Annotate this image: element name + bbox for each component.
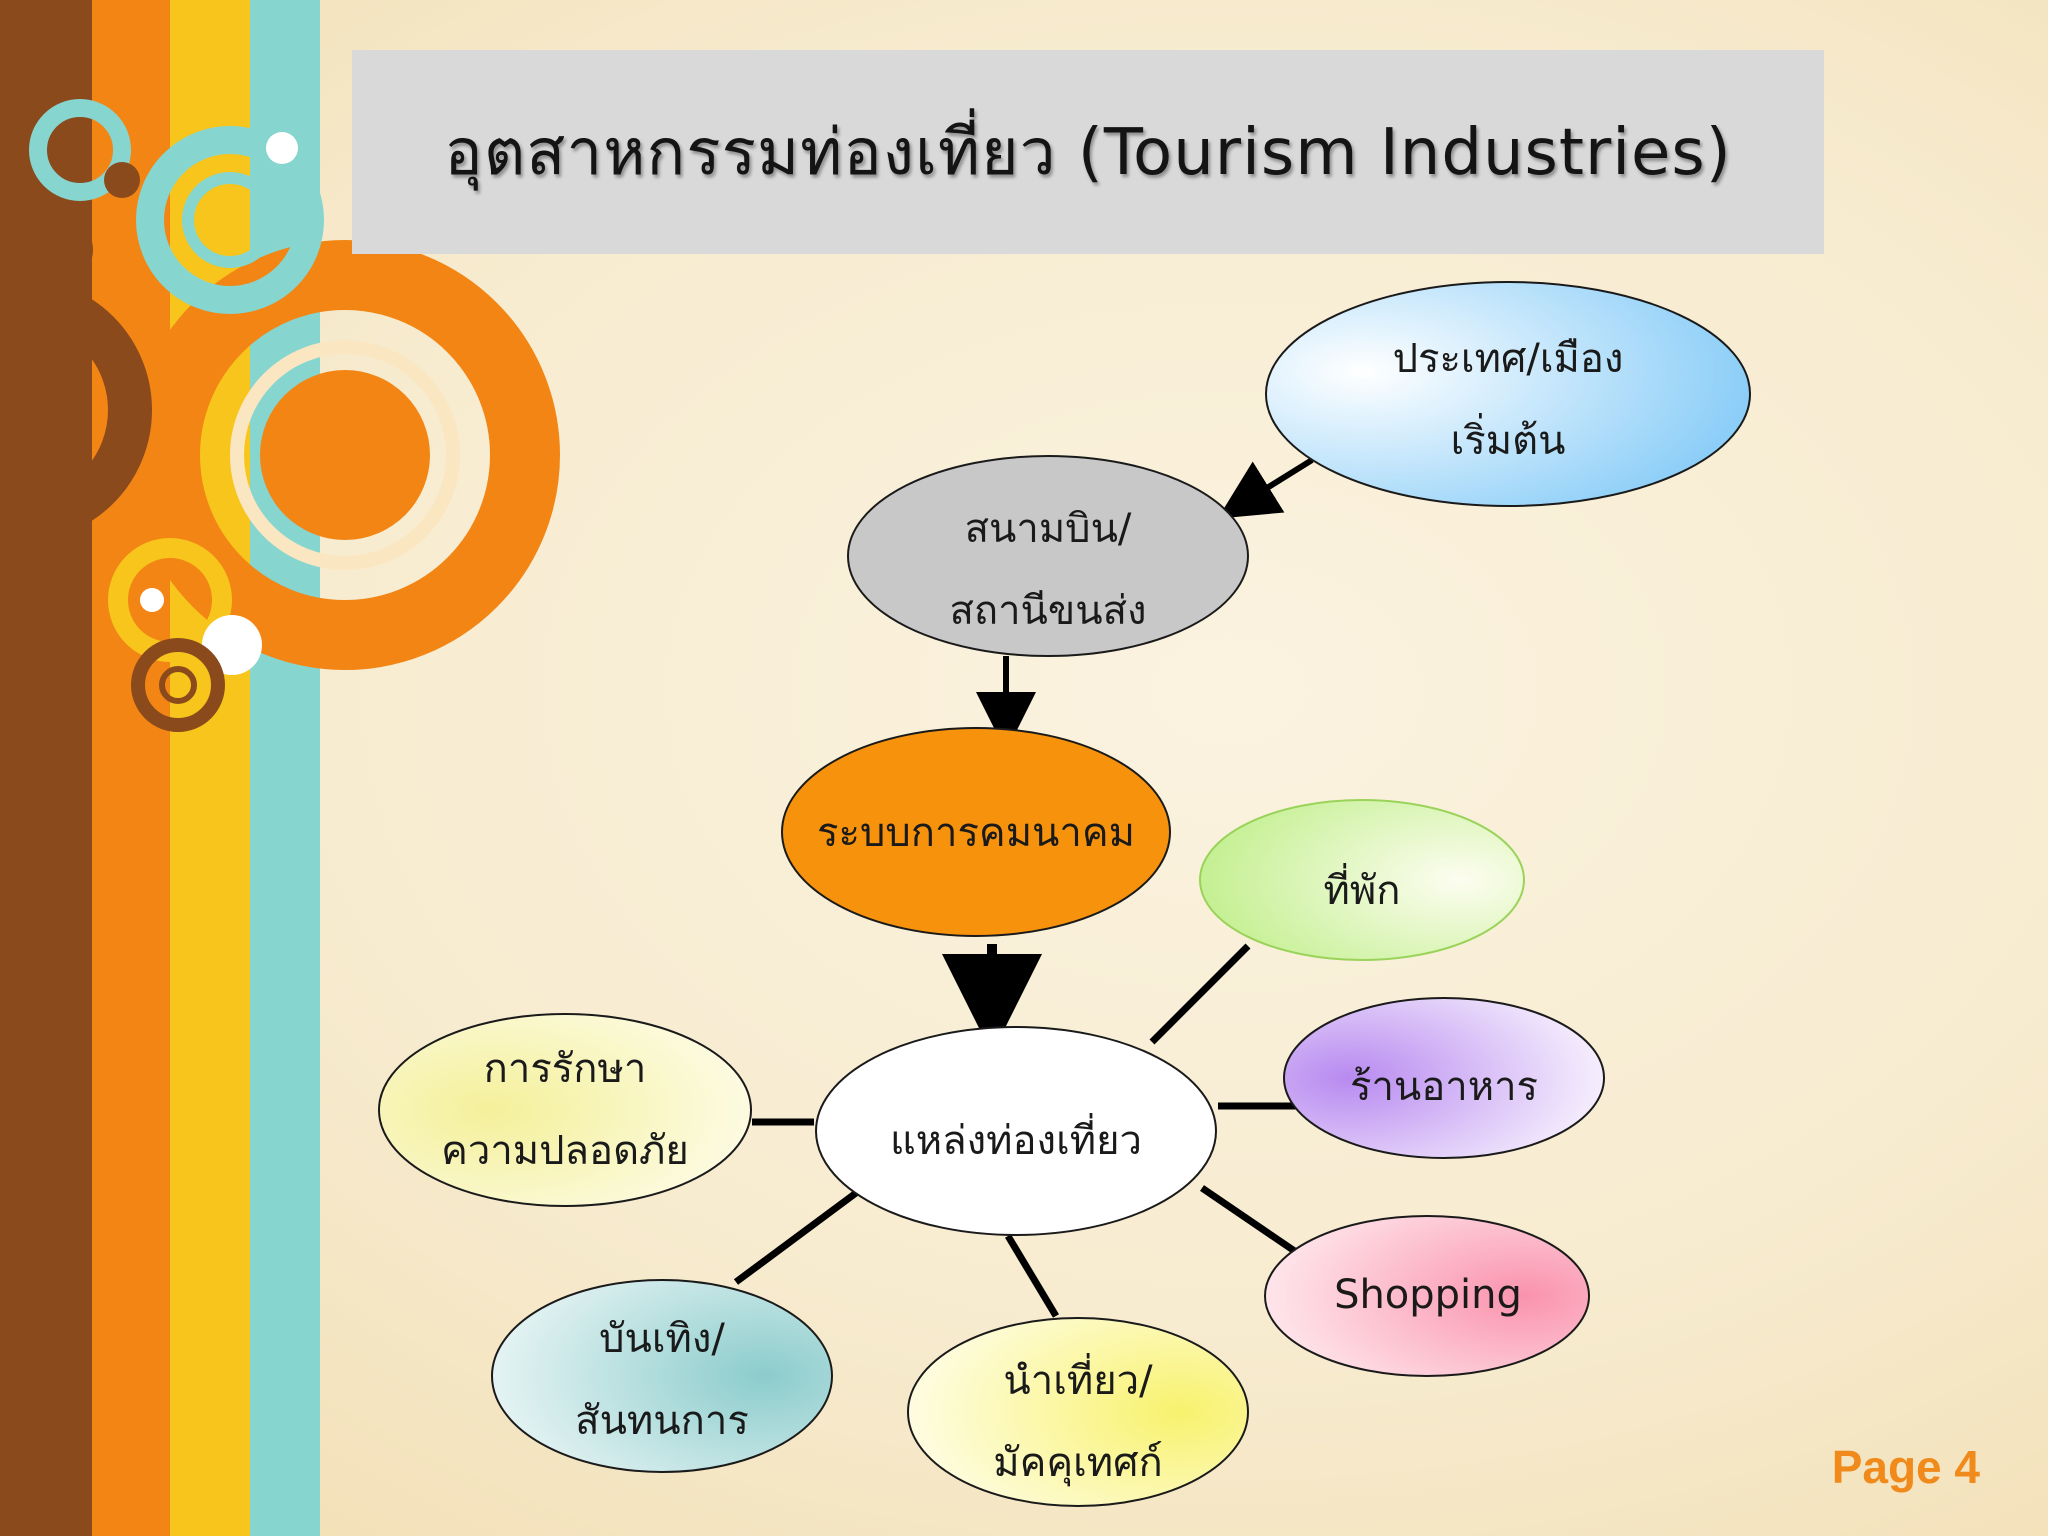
node-transport — [781, 727, 1171, 937]
orange-ring-mid — [230, 340, 460, 570]
white-dot-small — [140, 588, 164, 612]
slide-title: อุตสาหกรรมท่องเที่ยว (Tourism Industries… — [444, 116, 1732, 190]
attraction-label: แหล่งท่องเที่ยว — [836, 1100, 1196, 1182]
brown-ring-left — [31, 219, 93, 281]
node-restaurant — [1283, 997, 1605, 1159]
safety-label-line-2: ความปลอดภัย — [441, 1128, 689, 1174]
shopping-label: Shopping — [1288, 1254, 1568, 1336]
brown-ring-bottom — [131, 638, 225, 732]
orange-ring-outer — [130, 240, 560, 670]
connector-entertainment — [733, 1187, 863, 1285]
accommodation-label-line-1: ที่พัก — [1323, 868, 1401, 914]
decorative-circles — [0, 99, 560, 732]
arrow-origin-to-airport — [1217, 457, 1314, 519]
guide-label: นำเที่ยว/ มัคคุเทศก์ — [928, 1340, 1228, 1504]
brown-ring — [0, 278, 152, 542]
accommodation-label: ที่พัก — [1222, 850, 1502, 932]
airport-label: สนามบิน/ สถานีขนส่ง — [868, 488, 1228, 652]
orange-disc — [260, 370, 430, 540]
entertainment-label-line-2: สันทนการ — [575, 1398, 749, 1444]
entertainment-label-line-1: บันเทิง/ — [599, 1316, 725, 1362]
teal-ring-top — [29, 99, 131, 201]
node-guide — [907, 1317, 1249, 1507]
teal-ring-large — [136, 126, 324, 314]
safety-label: การรักษา ความปลอดภัย — [405, 1028, 725, 1192]
node-airport — [847, 455, 1249, 657]
restaurant-label-line-1: ร้านอาหาร — [1349, 1064, 1539, 1110]
airport-label-line-1: สนามบิน/ — [964, 506, 1132, 552]
node-attraction — [815, 1026, 1217, 1236]
origin-label: ประเทศ/เมือง เริ่มต้น — [1308, 318, 1708, 482]
node-shopping — [1264, 1215, 1590, 1377]
attraction-label-line-1: แหล่งท่องเที่ยว — [889, 1118, 1143, 1164]
shopping-label-line-1: Shopping — [1334, 1272, 1522, 1318]
teal-ring-small — [182, 172, 278, 268]
transport-label-line-1: ระบบการคมนาคม — [817, 810, 1135, 856]
white-dot-top — [266, 132, 298, 164]
restaurant-label: ร้านอาหาร — [1304, 1046, 1584, 1128]
brown-dot-top — [104, 162, 140, 198]
connector-shopping — [1200, 1185, 1298, 1255]
node-origin — [1265, 281, 1751, 507]
guide-label-line-2: มัคคุเทศก์ — [993, 1440, 1163, 1486]
node-accommodation — [1199, 799, 1525, 961]
page-number: Page 4 — [1831, 1441, 1980, 1493]
safety-label-line-1: การรักษา — [483, 1046, 647, 1092]
node-safety — [378, 1013, 752, 1207]
airport-label-line-2: สถานีขนส่ง — [949, 588, 1147, 634]
connector-accommodation — [1149, 943, 1251, 1045]
connector-guide — [1004, 1234, 1060, 1318]
guide-label-line-1: นำเที่ยว/ — [1003, 1358, 1153, 1404]
brown-ring-bottom-inner — [159, 666, 197, 704]
origin-label-line-2: เริ่มต้น — [1450, 418, 1566, 464]
entertainment-label: บันเทิง/ สันทนการ — [512, 1298, 812, 1462]
transport-label: ระบบการคมนาคม — [786, 792, 1166, 874]
title-banner: อุตสาหกรรมท่องเที่ยว (Tourism Industries… — [352, 50, 1824, 254]
origin-label-line-1: ประเทศ/เมือง — [1392, 336, 1624, 382]
stripe-brown — [0, 0, 92, 1536]
node-entertainment — [491, 1279, 833, 1473]
